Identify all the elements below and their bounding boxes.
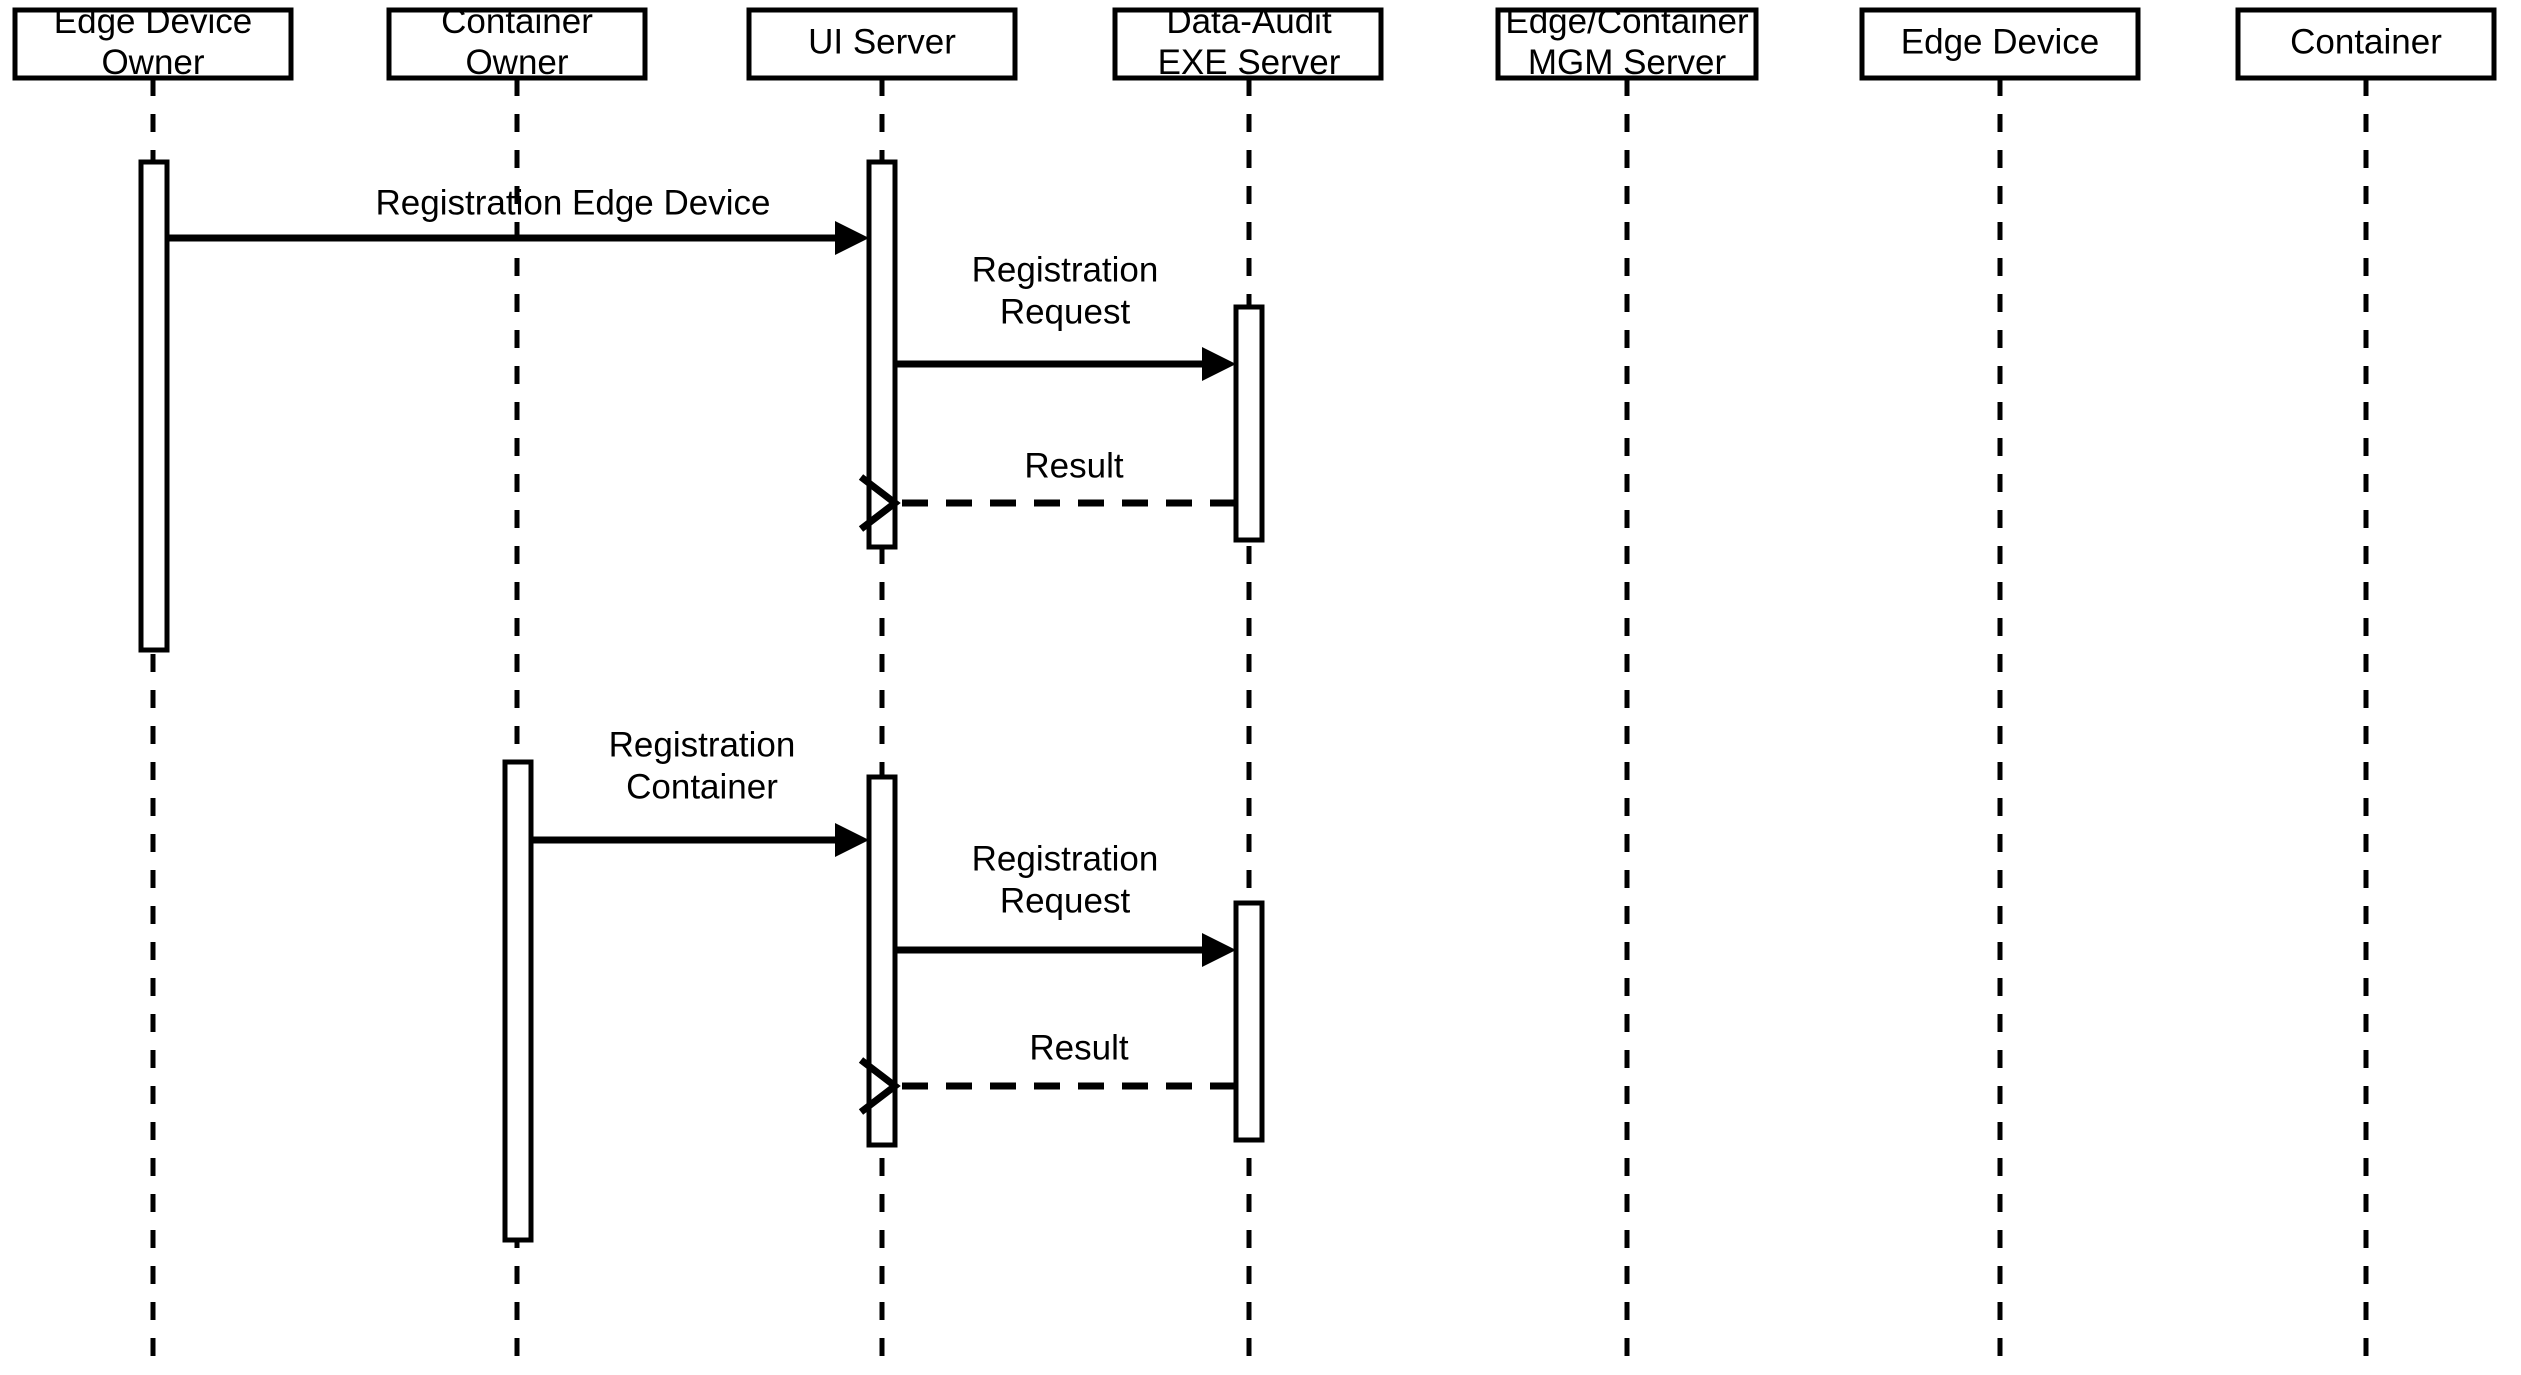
participant-box-data-audit-exe-server[interactable] [1112, 7, 1384, 81]
participant-label-edge-device-owner: Owner [101, 43, 204, 82]
activation-bar-act-container-owner-1 [502, 759, 534, 1243]
participant-box-edge-container-mgm-server[interactable] [1495, 7, 1759, 81]
message-label-msg-registration-edge-device: Registration Edge Device [376, 183, 771, 222]
activation-bar-act-data-audit-2 [1233, 900, 1265, 1143]
participant-box-ui-server[interactable] [746, 7, 1018, 81]
participant-ui-server[interactable]: UI Server [746, 7, 1018, 81]
arrowhead-filled-msg-registration-request-1 [1202, 347, 1236, 381]
message-label-msg-registration-request-2: Registration [972, 839, 1159, 878]
participant-label-edge-device-owner: Edge Device [54, 2, 252, 41]
message-label-msg-registration-request-1: Request [1000, 292, 1131, 331]
message-label-msg-registration-container: Registration [609, 725, 796, 764]
participant-label-ui-server: UI Server [808, 22, 956, 61]
activation-bar-act-data-audit-1 [1233, 304, 1265, 543]
arrowhead-filled-msg-registration-container [835, 823, 869, 857]
message-msg-registration-edge-device[interactable]: Registration Edge Device [167, 183, 869, 255]
arrowhead-filled-msg-registration-request-2 [1202, 933, 1236, 967]
participant-edge-device[interactable]: Edge Device [1859, 7, 2141, 81]
participant-label-data-audit-exe-server: Data-Audit [1166, 2, 1332, 41]
arrowhead-open-msg-result-2 [858, 1057, 901, 1115]
participant-label-edge-container-mgm-server: Edge/Container [1505, 2, 1749, 41]
message-msg-result-1[interactable]: Result [858, 446, 1236, 532]
participant-box-container[interactable] [2235, 7, 2497, 81]
participant-container[interactable]: Container [2235, 7, 2497, 81]
message-label-msg-registration-request-1: Registration [972, 250, 1159, 289]
participant-label-edge-device: Edge Device [1901, 22, 2099, 61]
arrowhead-open-msg-result-1 [858, 474, 901, 532]
participant-box-container-owner[interactable] [386, 7, 648, 81]
message-label-msg-registration-container: Container [626, 767, 778, 806]
message-label-msg-result-1: Result [1024, 446, 1123, 485]
activation-bar-act-ui-server-2 [866, 774, 898, 1148]
participant-box-edge-device[interactable] [1859, 7, 2141, 81]
arrowhead-filled-msg-registration-edge-device [835, 221, 869, 255]
participant-label-container: Container [2290, 22, 2442, 61]
participant-label-data-audit-exe-server: EXE Server [1158, 43, 1341, 82]
participant-label-edge-container-mgm-server: MGM Server [1528, 43, 1727, 82]
participant-label-container-owner: Container [441, 2, 593, 41]
message-msg-result-2[interactable]: Result [858, 1028, 1236, 1115]
message-label-msg-registration-request-2: Request [1000, 881, 1131, 920]
participant-box-edge-device-owner[interactable] [12, 7, 294, 81]
message-label-msg-result-2: Result [1029, 1028, 1128, 1067]
activation-bar-act-edge-device-owner-1 [138, 159, 170, 653]
participant-label-container-owner: Owner [465, 43, 568, 82]
